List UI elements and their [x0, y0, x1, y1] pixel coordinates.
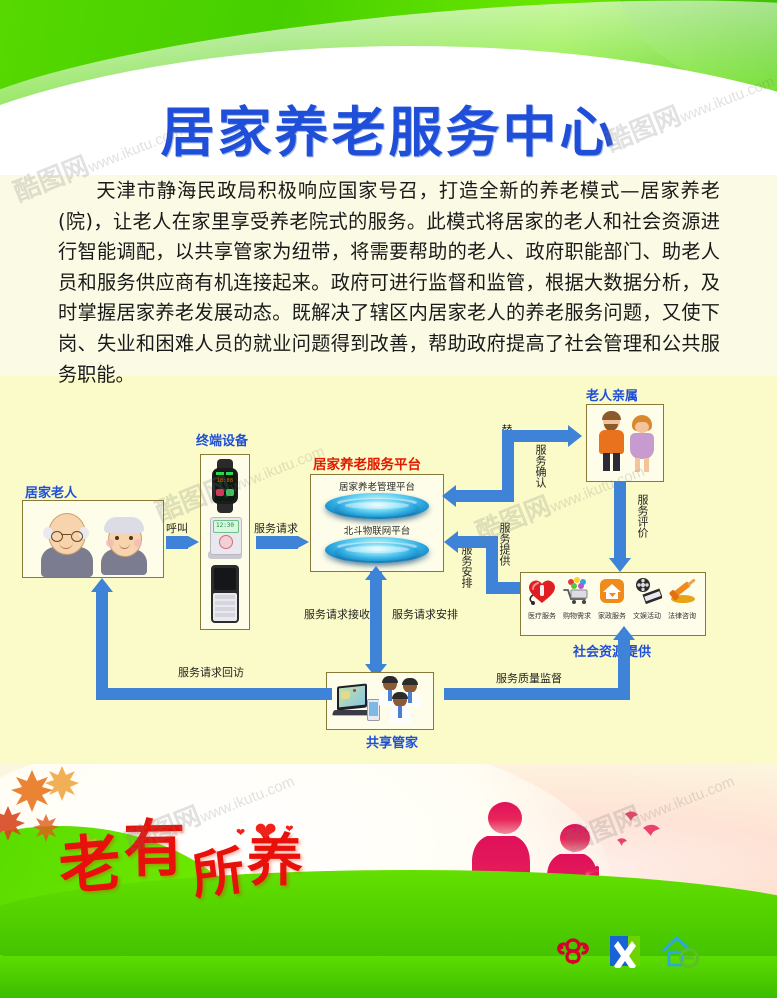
arrow-apply-h2: [508, 430, 568, 442]
arrow-arrange-h: [486, 582, 522, 594]
arrow-evaluate-head: [609, 558, 631, 572]
arrow-followup-h: [96, 688, 332, 700]
adult-son-figure: [595, 411, 627, 473]
smartwatch-time: 18:08: [216, 478, 234, 484]
flow-label-service-provide: 服务提供: [498, 522, 511, 566]
resource-item-housekeeping: 家政服务: [596, 577, 628, 621]
feature-phone-icon: [211, 565, 239, 623]
mobile-phone-icon: [367, 699, 380, 721]
elderly-illustration-box: [22, 500, 164, 578]
arrow-service-request-shaft: [256, 536, 298, 549]
resource-label-legal: 法律咨询: [668, 612, 696, 620]
partner-logo-icon: [610, 936, 640, 968]
house-icon: [600, 579, 624, 603]
arrow-evaluate-shaft: [614, 482, 626, 558]
node-label-butler: 共享管家: [366, 736, 419, 751]
grandfather-figure: [35, 511, 97, 577]
resource-item-entertainment: 文娱活动: [631, 577, 663, 621]
partner-logos: [556, 934, 700, 968]
heart-stethoscope-icon: [529, 580, 555, 605]
arrow-followup-v: [96, 592, 108, 700]
arrow-provide-head: [444, 531, 458, 553]
flow-label-request-schedule: 服务请求安排: [392, 608, 458, 621]
arrow-confirm-head: [442, 485, 456, 507]
arrow-supervise-v: [618, 638, 630, 700]
smartwatch-icon: 18:08: [211, 459, 239, 513]
arrow-apply-v: [502, 430, 514, 502]
flow-label-service-confirm: 服务确认: [534, 444, 547, 488]
desktop-call-device-icon: 12:30: [208, 517, 242, 561]
grandmother-figure: [97, 517, 153, 575]
social-resources-icon-row: 医疗服务 购物需求: [521, 573, 703, 625]
adult-daughter-figure: [627, 415, 657, 473]
flow-label-service-request: 服务请求: [254, 522, 298, 535]
resource-label-shopping: 购物需求: [563, 612, 591, 620]
arrow-provide-v: [486, 536, 498, 594]
terminal-devices-box: 18:08 12:30: [200, 454, 250, 630]
staff-figure-3: [389, 692, 411, 724]
service-flow-diagram: 居家老人 终端设备 居家养老服务平台 老人亲属 社会资源提供 共享管家: [0, 376, 777, 764]
flow-label-request-followup: 服务请求回访: [178, 666, 244, 679]
butler-illustration-box: [326, 672, 434, 730]
platform-box: 居家养老管理平台 北斗物联网平台: [310, 474, 444, 572]
arrow-call-head: [188, 536, 199, 548]
laptop-icon: [331, 683, 375, 719]
arrow-apply-head: [568, 425, 582, 447]
arrow-service-request-head: [298, 536, 309, 548]
arrow-platform-butler-shaft: [370, 572, 382, 664]
node-label-platform: 居家养老服务平台: [313, 457, 421, 473]
bottom-green-bar: [0, 956, 777, 998]
resource-item-medical: 医疗服务: [526, 577, 558, 621]
intro-paragraph: 天津市静海民政局积极响应国家号召，打造全新的养老模式—居家养老(院)，让老人在家…: [58, 176, 720, 390]
resource-label-medical: 医疗服务: [528, 612, 556, 620]
node-label-resources: 社会资源提供: [573, 645, 652, 660]
film-reel-icon: [636, 578, 663, 605]
bottom-decorative-band: [0, 764, 777, 998]
node-label-relatives: 老人亲属: [586, 389, 639, 404]
relatives-illustration-box: [586, 404, 664, 482]
home-care-logo-icon: [662, 936, 699, 968]
arrow-supervise-h: [444, 688, 630, 700]
gavel-icon: [669, 578, 696, 603]
resource-label-entertainment: 文娱活动: [633, 612, 661, 620]
china-unicom-logo-icon: [557, 938, 589, 965]
node-label-terminal: 终端设备: [196, 434, 249, 449]
platform-layer1-label: 居家养老管理平台: [338, 482, 415, 493]
intro-paragraph-text: 天津市静海民政局积极响应国家号召，打造全新的养老模式—居家养老(院)，让老人在家…: [58, 179, 720, 386]
slogan-char-1: 老: [55, 825, 128, 904]
arrow-call-shaft: [166, 536, 188, 549]
arrow-supervise-head: [613, 626, 635, 640]
maple-leaves-decoration: [0, 766, 100, 859]
platform-layer2-disc-inner: [335, 543, 419, 561]
heart-decoration: ❤ ❤ ❤: [236, 817, 294, 847]
arrow-confirm-shaft: [454, 490, 494, 502]
shopping-cart-icon: [563, 577, 588, 604]
platform-layer2-label: 北斗物联网平台: [343, 526, 411, 537]
resource-label-housekeeping: 家政服务: [598, 612, 626, 620]
node-label-elderly: 居家老人: [25, 486, 78, 501]
platform-layer1-disc-inner: [335, 499, 419, 517]
flow-label-service-arrange: 服务安排: [460, 544, 473, 588]
page-title: 居家养老服务中心: [160, 101, 617, 164]
header-banner: [0, 0, 777, 175]
arrow-butler-platform-head: [365, 566, 387, 580]
flow-label-request-receive: 服务请求接收: [304, 608, 370, 621]
social-resources-box: 医疗服务 购物需求: [520, 572, 706, 636]
slogan-char-2: 有: [122, 811, 190, 886]
resource-item-shopping: 购物需求: [561, 577, 593, 621]
flow-label-service-evaluate: 服务评价: [636, 494, 649, 538]
flow-label-quality-supervise: 服务质量监督: [496, 672, 562, 685]
resource-item-legal: 法律咨询: [666, 577, 698, 621]
arrow-followup-head: [91, 578, 113, 592]
flow-label-call: 呼叫: [166, 522, 188, 535]
